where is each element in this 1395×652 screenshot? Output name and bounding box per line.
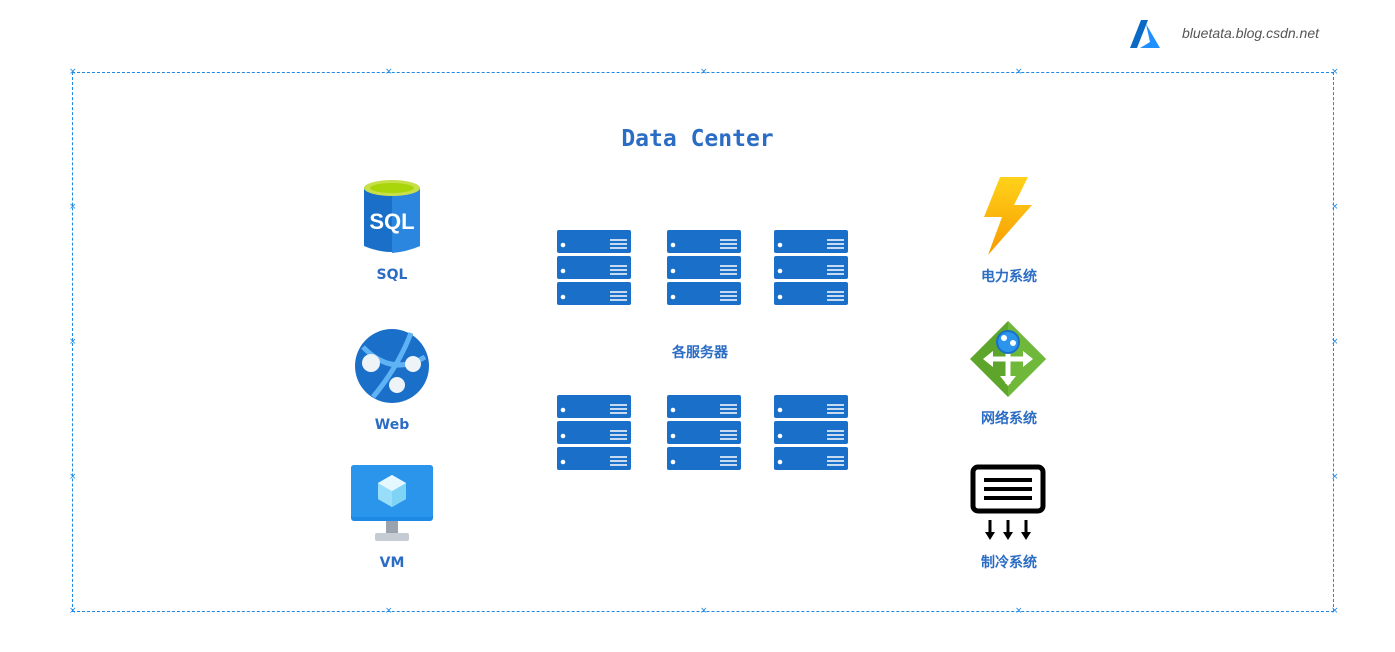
server-rack-icon[interactable] xyxy=(773,395,849,471)
web-app-icon[interactable] xyxy=(353,327,431,405)
network-router-icon[interactable] xyxy=(969,320,1047,398)
lightning-icon[interactable] xyxy=(982,177,1034,255)
server-rack-icon[interactable] xyxy=(556,230,632,306)
svg-text:SQL: SQL xyxy=(369,209,414,234)
network-system-label: 网络系统 xyxy=(981,411,1037,427)
server-rack-icon[interactable] xyxy=(666,230,742,306)
virtual-machine-icon[interactable] xyxy=(351,465,433,543)
power-system-label: 电力系统 xyxy=(981,269,1037,285)
diagram-title: Data Center xyxy=(621,126,774,152)
sql-database-icon[interactable]: SQL xyxy=(362,178,422,254)
data-center-boundary[interactable] xyxy=(72,72,1334,612)
server-group-label: 各服务器 xyxy=(672,345,728,361)
server-rack-icon[interactable] xyxy=(773,230,849,306)
azure-logo-icon xyxy=(1128,18,1162,50)
server-rack-icon[interactable] xyxy=(666,395,742,471)
watermark-text: bluetata.blog.csdn.net xyxy=(1182,25,1319,41)
cooling-system-label: 制冷系统 xyxy=(981,555,1037,571)
server-rack-icon[interactable] xyxy=(556,395,632,471)
vm-label: VM xyxy=(379,555,405,571)
cooling-unit-icon[interactable] xyxy=(970,464,1046,544)
web-label: Web xyxy=(374,417,410,433)
sql-label: SQL xyxy=(376,267,408,283)
